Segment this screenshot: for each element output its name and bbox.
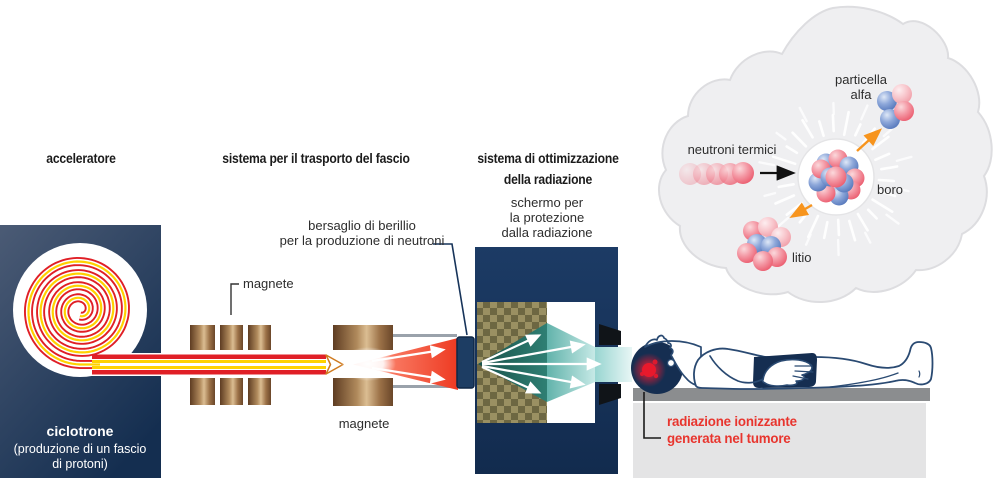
beryllium-target [456, 336, 475, 389]
target-label: bersaglio di berillio per la produzione … [279, 218, 445, 248]
neutron-beam [595, 347, 632, 382]
section-title-transport: sistema per il trasporto del fascio [222, 151, 410, 166]
proton-beam-fan [340, 334, 458, 390]
arm [709, 355, 764, 384]
beam-arrow-icon [325, 354, 344, 375]
neutron-row [679, 162, 754, 185]
boron-nucleus [808, 149, 865, 206]
finger-lines [792, 365, 814, 380]
alpha-cluster [877, 84, 914, 129]
magnet-bottom-label: magnete [338, 416, 390, 431]
connectors [230, 243, 661, 439]
magnet-top-label: magnete [243, 276, 294, 291]
cyclotron [0, 225, 162, 478]
leg-line [829, 372, 899, 388]
cyclotron-subtitle: (produzione di un fascio di protoni) [13, 442, 147, 471]
section-title-accelerator: acceleratore [46, 151, 116, 166]
section-title-optimization: sistema di ottimizzazione della radiazio… [477, 151, 619, 187]
tumor-label-connector [643, 392, 661, 439]
transport-magnets [190, 325, 271, 405]
neutron-cone-arrows [481, 334, 602, 394]
lithium-cluster [737, 217, 791, 271]
ear [666, 358, 676, 368]
alpha-emission-arrow [856, 128, 883, 152]
proton-beam [92, 354, 344, 375]
boron-label: boro [877, 182, 904, 197]
bending-magnet [333, 325, 393, 406]
lithium-emission-arrow [789, 202, 813, 219]
reaction-inset [679, 84, 914, 271]
thermal-neutrons-label: neutroni termici [687, 142, 777, 157]
target-label-connector [433, 243, 468, 336]
ankle-mark [918, 370, 921, 378]
magnet-label-connector [230, 283, 239, 315]
shield-label: schermo per la protezione dalla radiazio… [501, 195, 593, 240]
treatment-table [633, 388, 930, 478]
radiation-shield [475, 247, 632, 474]
collimator-jaws [599, 324, 621, 405]
cyclotron-title: ciclotrone [46, 423, 114, 439]
lithium-label: litio [792, 250, 812, 265]
alpha-particle-label: particella alfa [834, 72, 888, 102]
tumor-radiation-label: radiazione ionizzante generata nel tumor… [667, 413, 797, 446]
patient [631, 334, 934, 394]
